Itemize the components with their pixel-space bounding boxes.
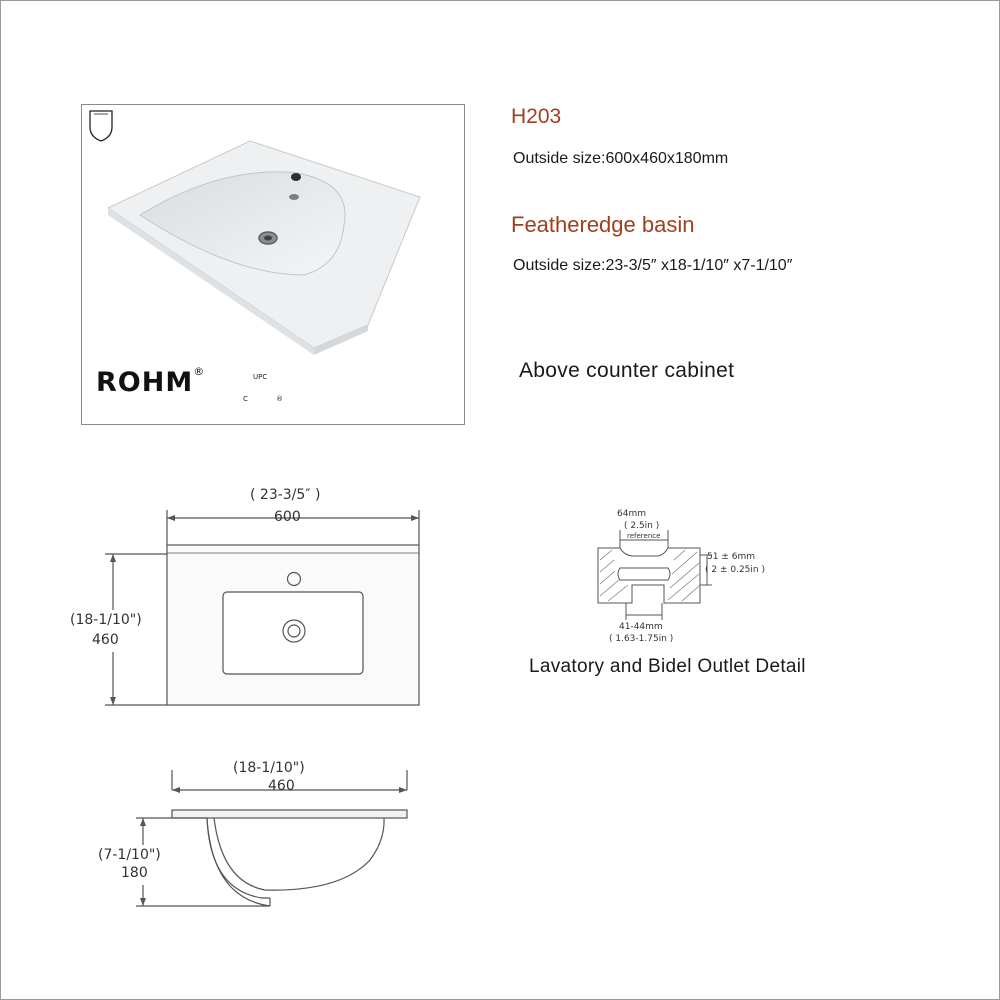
section-height-imperial: (7-1/10") [98, 847, 161, 863]
model-number: H203 [511, 105, 562, 128]
top-view-drawing [105, 510, 420, 706]
cert-c-label: C [243, 395, 248, 403]
section-depth-imperial: (18-1/10") [233, 760, 305, 776]
top-width-metric: 600 [274, 509, 301, 525]
section-depth-metric: 460 [268, 778, 295, 794]
basin-illustration [106, 140, 421, 355]
product-name: Featheredge basin [511, 212, 695, 237]
brand-logo: ROHM® [96, 365, 206, 398]
cert-r-label: ® [276, 395, 283, 403]
outlet-detail-caption: Lavatory and Bidel Outlet Detail [529, 656, 806, 677]
imperial-size: Outside size:23-3/5″ x18-1/10″ x7-1/10″ [513, 257, 793, 274]
outlet-height-metric: 51 ± 6mm [707, 552, 755, 562]
metric-size: Outside size:600x460x180mm [513, 150, 729, 167]
brand-name: ROHM [96, 367, 194, 398]
brand-registered-mark: ® [193, 365, 206, 378]
outlet-width-imperial: ( 2.5in ) [624, 521, 660, 531]
outlet-detail-drawing [597, 530, 712, 620]
product-photo: ROHM® UPC C ® [81, 104, 465, 425]
outlet-height-imperial: ( 2 ± 0.25in ) [705, 565, 765, 575]
outlet-bottom-imperial: ( 1.63-1.75in ) [609, 634, 674, 644]
cupc-cert-icon [89, 110, 113, 142]
outlet-reference-label: reference [627, 532, 661, 540]
outlet-bottom-metric: 41-44mm [619, 622, 663, 632]
section-height-metric: 180 [121, 865, 148, 881]
mount-type: Above counter cabinet [519, 359, 735, 382]
outlet-width-metric: 64mm [617, 509, 646, 519]
cert-upc-label: UPC [253, 373, 268, 381]
top-depth-imperial: (18-1/10") [70, 612, 142, 628]
section-view-drawing [136, 770, 408, 907]
top-depth-metric: 460 [92, 632, 119, 648]
top-width-imperial: ( 23-3/5″ ) [250, 487, 321, 503]
